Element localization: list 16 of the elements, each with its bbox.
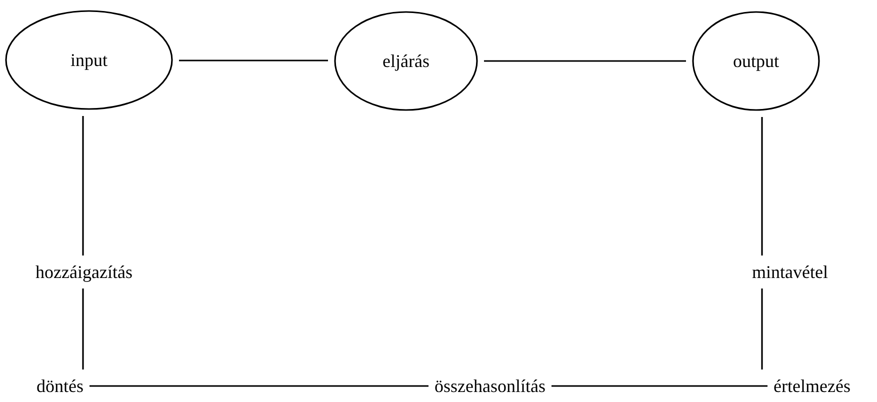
connector-line <box>82 116 84 256</box>
node-label: hozzáigazítás <box>36 262 132 282</box>
connector-line <box>551 385 768 387</box>
node-label: input <box>70 50 108 70</box>
connector-line <box>761 288 763 370</box>
node-label: értelmezés <box>774 376 850 396</box>
node-label: összehasonlítás <box>434 376 546 396</box>
node-label: mintavétel <box>752 262 828 282</box>
connector-line <box>484 60 686 62</box>
connector-line <box>761 117 763 256</box>
node-label: eljárás <box>382 50 430 72</box>
node-label: döntés <box>36 376 84 396</box>
connector-line <box>179 60 328 62</box>
node-label: output <box>732 50 779 72</box>
connector-line <box>90 385 428 387</box>
connector-line <box>82 288 84 370</box>
